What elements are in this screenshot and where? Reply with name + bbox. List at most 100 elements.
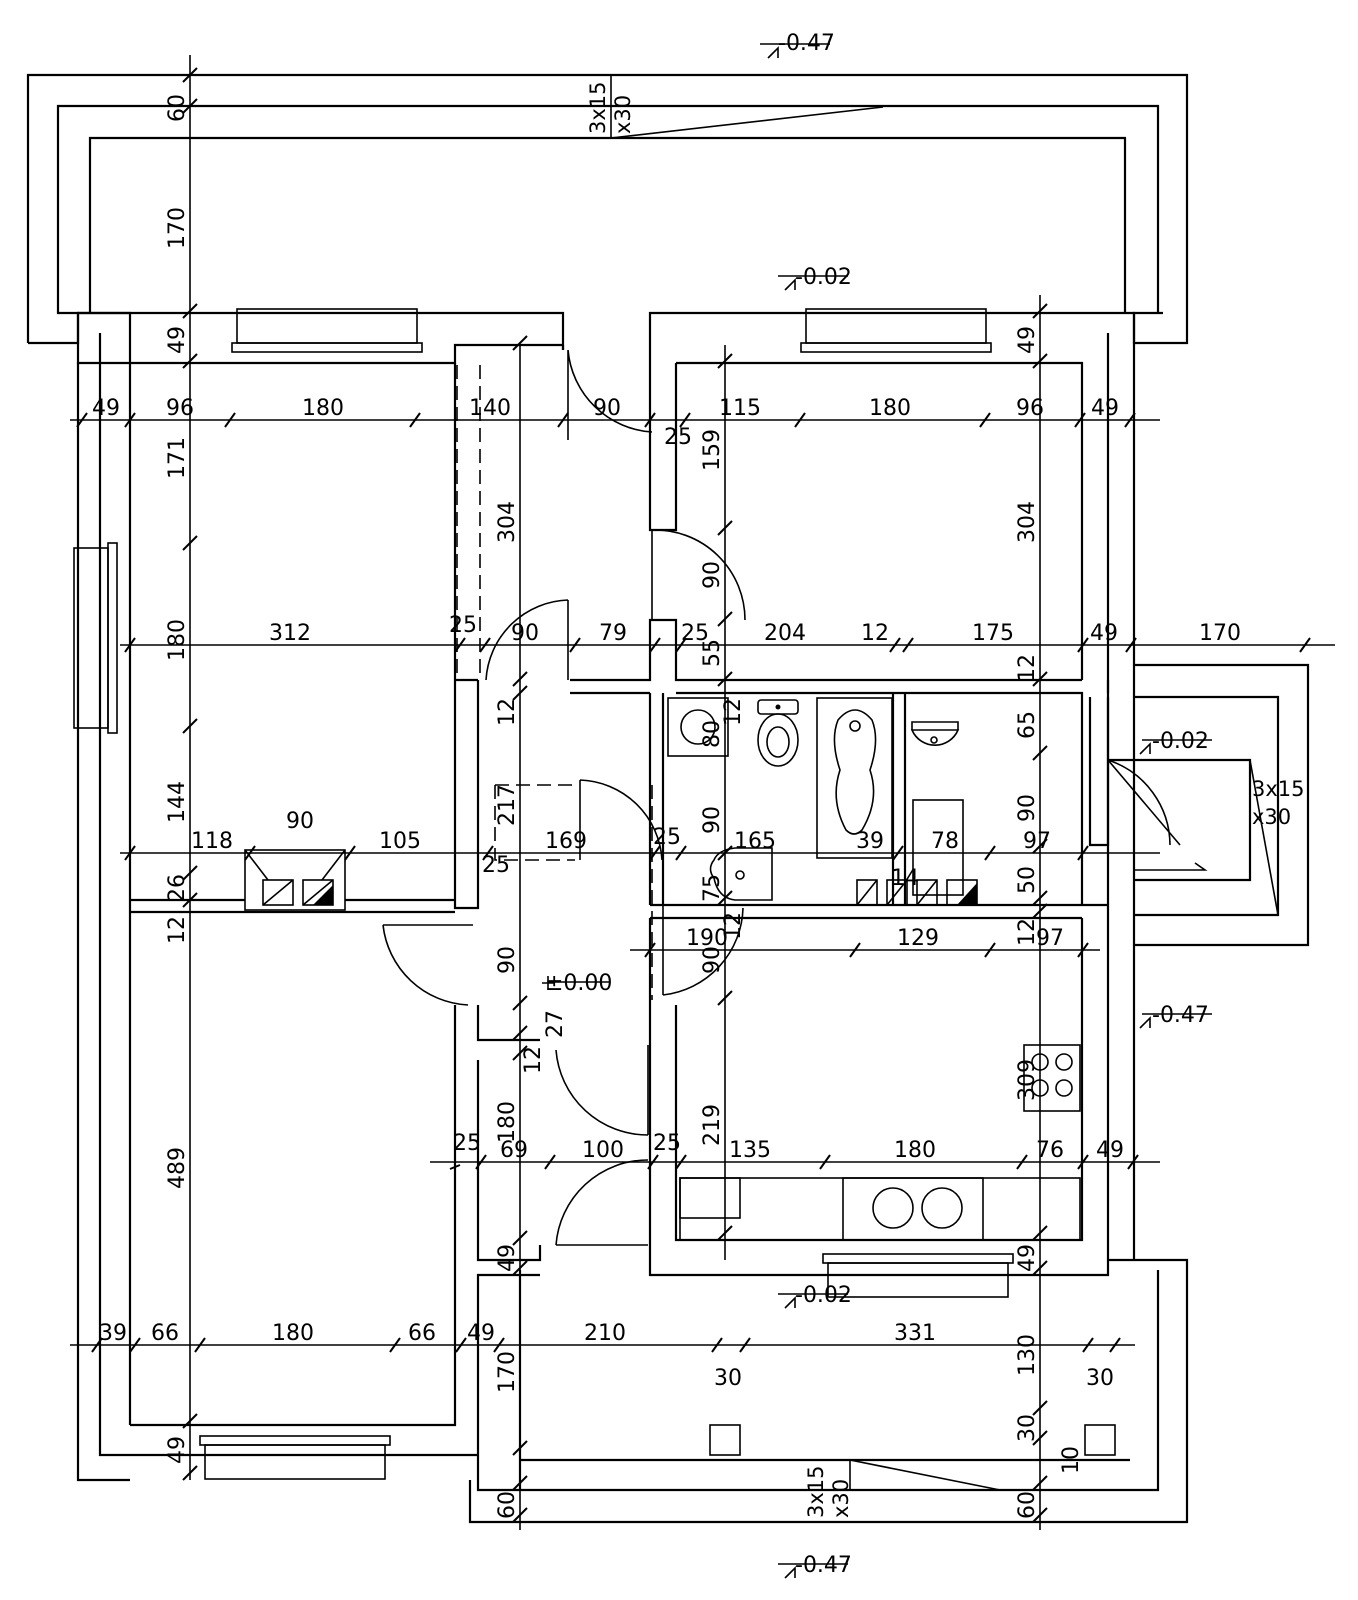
dim-v-label: 75 [700,874,725,902]
dim-v-label: 489 [165,1147,190,1189]
dim-h-label: 49 [1091,396,1119,421]
stair-bottom-run: x30 [829,1479,853,1518]
dim-h-label: 30 [714,1366,742,1391]
dim-h-label: 100 [582,1138,624,1163]
dim-h-label: 190 [686,926,728,951]
dim-h-label: 180 [869,396,911,421]
dim-v-label: 90 [700,946,725,974]
dim-h-label: 165 [734,829,776,854]
dim-h-label: 175 [972,621,1014,646]
dimension-labels-vertical: 60 170 49 171 180 144 26 12 489 49 304 1… [165,94,1084,1519]
dim-v-label: 309 [1015,1059,1040,1101]
dim-v-label: 180 [495,1101,520,1143]
dim-h-label: 90 [593,396,621,421]
stair-right-rise: 3x15 [1252,777,1305,801]
dim-v-label: 12 [721,912,746,940]
dim-v-label: 49 [1015,326,1040,354]
level-floor: ±0.00 [545,971,612,996]
dim-v-label: 304 [1015,501,1040,543]
dim-v-label: 170 [495,1351,520,1393]
dim-v-label: 12 [495,698,520,726]
dim-h-label: 49 [1096,1138,1124,1163]
dim-v-label: 49 [165,326,190,354]
dim-h-label: 129 [897,926,939,951]
washing-machine-icon [667,697,729,757]
dim-v-label: 159 [700,429,725,471]
dim-h-label: 115 [719,396,761,421]
level-labels: -0.47 -0.02 -0.02 -0.47 -0.02 -0.47 ±0.0… [545,31,1209,1578]
dim-v-label: 27 [543,1010,568,1038]
chimney-icon [244,849,978,911]
dim-h-label: 66 [408,1321,436,1346]
level-bottom-terrace: -0.02 [795,1283,852,1308]
dim-h-label: 78 [931,829,959,854]
dim-h-label: 105 [379,829,421,854]
dim-v-label: 219 [700,1104,725,1146]
dim-v-label: 49 [165,1436,190,1464]
dim-h-label: 96 [1016,396,1044,421]
dim-h-label: 25 [449,613,477,638]
level-terrace-top: -0.02 [795,265,852,290]
dim-h-label: 170 [1199,621,1241,646]
dim-h-label: 39 [99,1321,127,1346]
stairs [456,75,1279,1491]
dim-h-label: 90 [286,809,314,834]
level-bottom: -0.47 [795,1553,852,1578]
dim-h-label: 331 [894,1321,936,1346]
level-right-entry: -0.02 [1152,729,1209,754]
dim-v-label: 217 [495,784,520,826]
dim-h-label: 25 [653,825,681,850]
dim-v-label: 180 [165,619,190,661]
dim-h-label: 25 [681,621,709,646]
dim-v-label: 90 [700,561,725,589]
dim-h-label: 49 [467,1321,495,1346]
dim-v-label: 60 [165,94,190,122]
stair-top-run: x30 [611,95,635,134]
dim-h-label: 25 [453,1131,481,1156]
sink-icon [910,721,960,746]
dim-v-label: 49 [1015,1244,1040,1272]
dim-h-label: 180 [894,1138,936,1163]
level-markers [542,43,1212,1579]
dim-v-label: 55 [700,639,725,667]
dimension-lines [70,55,1335,1530]
dim-h-label: 14 [891,866,919,891]
dim-h-label: 30 [1086,1366,1114,1391]
dim-h-label: 79 [599,621,627,646]
stair-bottom-rise: 3x15 [804,1465,828,1518]
dim-h-label: 135 [729,1138,771,1163]
dim-v-label: 90 [495,946,520,974]
dim-h-label: 169 [545,829,587,854]
dim-v-label: 60 [495,1491,520,1519]
dim-v-label: 90 [700,806,725,834]
dimension-labels-horizontal: 49 96 180 140 90 25 115 180 96 49 312 25… [92,396,1241,1391]
dim-h-label: 180 [272,1321,314,1346]
dim-v-label: 10 [1059,1446,1084,1474]
dim-h-label: 69 [500,1138,528,1163]
toilet-icon [757,699,799,767]
walls [26,73,1310,1524]
dim-v-label: 130 [1015,1334,1040,1376]
dim-h-label: 210 [584,1321,626,1346]
dim-h-label: 49 [92,396,120,421]
dim-h-label: 312 [269,621,311,646]
dim-h-label: 12 [861,621,889,646]
dim-v-label: 30 [1015,1414,1040,1442]
dim-h-label: 66 [151,1321,179,1346]
stair-right-run: x30 [1252,805,1291,829]
dim-h-label: 39 [856,829,884,854]
dim-v-label: 304 [495,501,520,543]
dim-v-label: 90 [1015,794,1040,822]
dim-v-label: 170 [165,207,190,249]
shower-tray [912,799,964,896]
dim-v-label: 65 [1015,711,1040,739]
dim-v-label: 50 [1015,866,1040,894]
dim-h-label: 204 [764,621,806,646]
dim-v-label: 12 [521,1046,546,1074]
dim-h-label: 118 [191,829,233,854]
dim-h-label: 97 [1023,829,1051,854]
dim-h-label: 25 [653,1131,681,1156]
dim-h-label: 25 [482,853,510,878]
double-sink-icon [679,1177,1081,1241]
